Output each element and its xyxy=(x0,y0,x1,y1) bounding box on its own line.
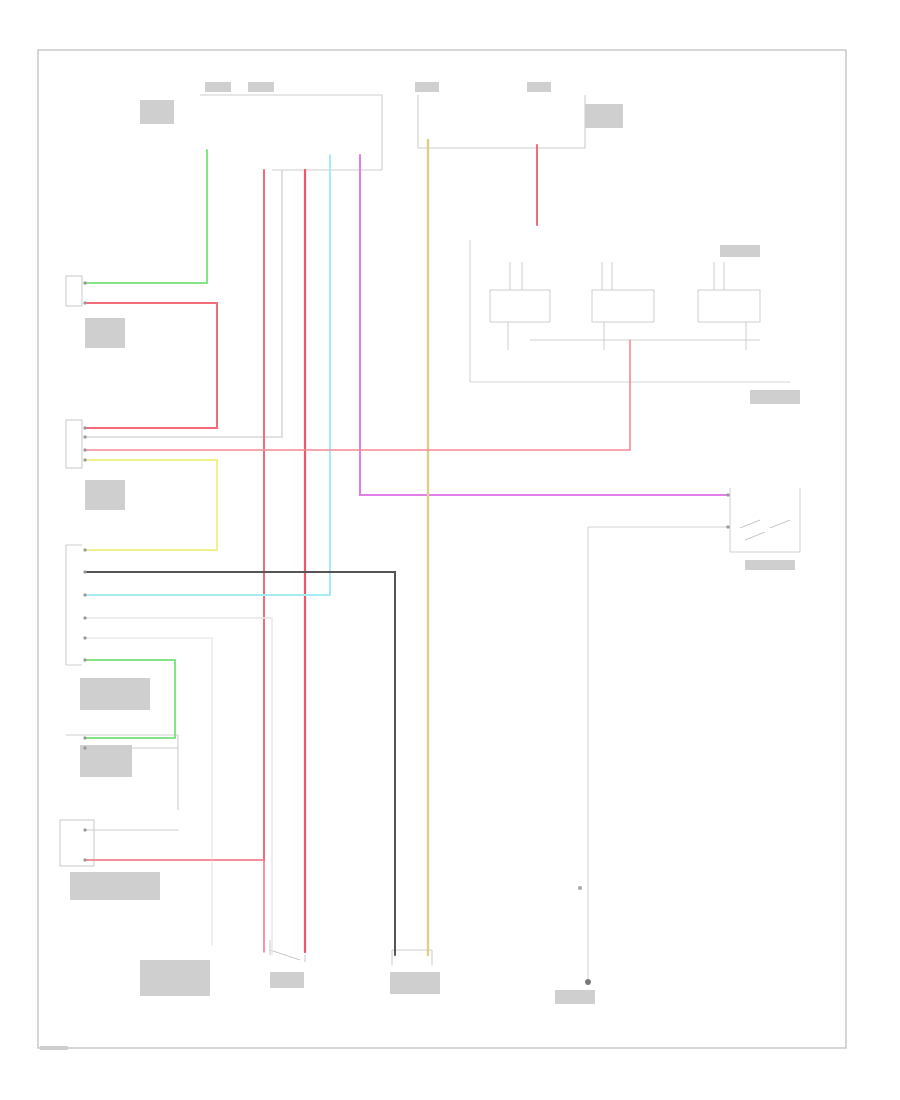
fuse-block-outline xyxy=(417,95,586,149)
wire-green-lower xyxy=(84,659,176,739)
wire-black xyxy=(84,571,396,956)
wire-white-1 xyxy=(84,169,283,438)
connector-5 xyxy=(59,819,95,867)
ecu-block-outline xyxy=(469,240,790,383)
connector-3 xyxy=(65,544,82,666)
junction-dot xyxy=(578,886,582,890)
wire-yellow xyxy=(84,459,218,551)
wire-white-2 xyxy=(84,617,273,956)
wire-green-top xyxy=(84,149,208,284)
label-marks xyxy=(70,82,800,1004)
diagram-frame xyxy=(37,49,847,1049)
connector-2 xyxy=(65,419,83,469)
ecu-module-1 xyxy=(489,289,551,323)
wire-violet xyxy=(359,154,729,496)
relay-block-outline xyxy=(200,94,383,171)
wire-red-left xyxy=(84,302,218,429)
wire-red-right xyxy=(84,339,631,451)
ecu-bus xyxy=(507,322,760,350)
pin-markers xyxy=(83,281,730,862)
wire-cyan xyxy=(84,154,331,596)
bottom-switch-2 xyxy=(391,949,433,965)
ecu-module-3 xyxy=(697,289,761,323)
bottom-switch-1 xyxy=(269,940,306,962)
connector-4-bracket xyxy=(66,734,179,810)
wire-white-3 xyxy=(84,637,213,946)
ground-terminal xyxy=(585,979,591,985)
combination-switch-contacts xyxy=(739,519,791,541)
connector-1 xyxy=(65,275,83,307)
ecu-module-2 xyxy=(591,289,655,323)
ecu-pins xyxy=(509,262,725,290)
footer-id-mark xyxy=(40,1046,68,1050)
combination-switch-box xyxy=(729,488,801,553)
